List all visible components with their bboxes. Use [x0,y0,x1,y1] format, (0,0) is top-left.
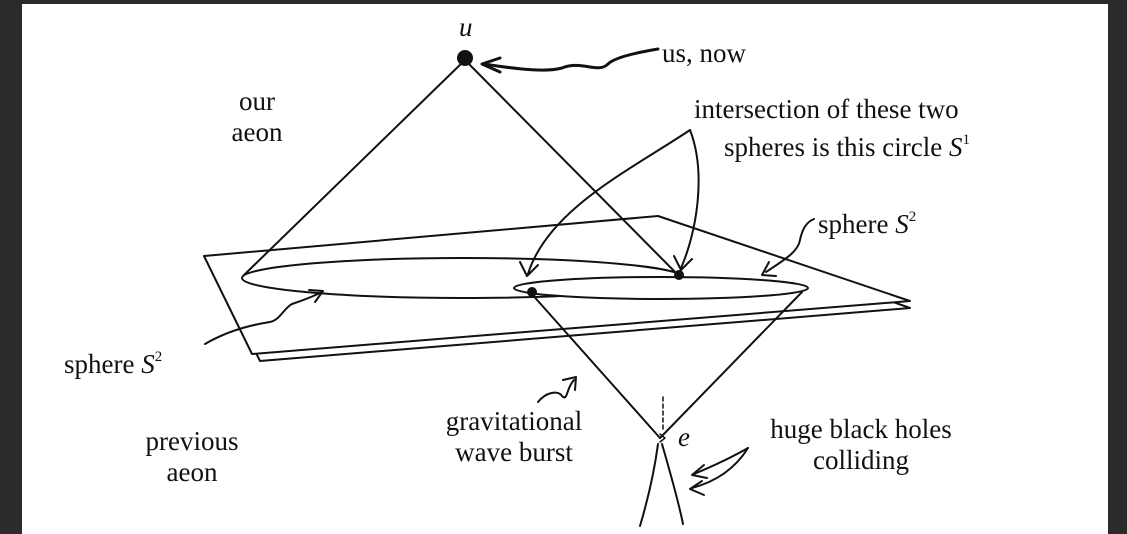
cone-edge-right [464,59,680,277]
label-intersection-line2: spheres is this circle S1 [694,125,970,163]
arrow-intersection-left [527,129,691,275]
label-gravitational-line1: gravitational [445,406,583,436]
arrow-gravitational [537,379,575,403]
arrow-intersection-left-head [519,261,539,277]
gw-cone-right [659,291,803,439]
label-gravitational-line2: wave burst [455,437,573,467]
arrow-sphere-left-head [308,289,324,303]
label-intersection-symbol: S [948,132,963,162]
arrow-sphere-right [765,218,815,273]
arrow-sphere-left [204,291,323,345]
label-sphere-left: sphere S2 [64,342,162,380]
gw-cone-left [529,291,661,439]
label-black-holes-line1: huge black holes [770,414,952,444]
label-sphere-right: sphere S2 [818,202,916,240]
intersection-point-right [674,270,684,280]
arrow-gravitational-head [562,376,577,391]
diagram-svg [203,47,911,527]
cone-edge-left [242,59,466,277]
label-us-now: us, now [662,38,747,68]
label-point-u: u [459,12,473,42]
label-black-holes: huge black holes colliding [736,414,986,476]
arrow-black-holes-lower-head [689,480,705,496]
label-gravitational: gravitational wave burst [414,406,614,468]
label-sphere-right-symbol: S [895,209,909,239]
label-black-holes-line2: colliding [813,445,909,475]
label-intersection-sup: 1 [962,132,970,148]
label-sphere-left-sup: 2 [154,349,163,365]
arrow-black-holes-upper [693,447,749,475]
arrow-intersection-right-head [673,255,693,271]
intersection-point-left [527,287,537,297]
sphere-s2-right-ellipse [513,276,809,300]
label-intersection-line1: intersection of these two [694,94,959,124]
label-point-e: e [678,422,690,452]
label-our-aeon: our aeon [212,86,302,148]
label-previous-aeon-line2: aeon [166,457,218,487]
diagram-canvas: u e us, now our aeon intersection of the… [22,4,1108,534]
label-sphere-right-sup: 2 [908,209,917,225]
black-hole-worldline-left [639,443,659,527]
arrow-intersection-right [680,129,700,269]
point-u [457,50,473,66]
arrow-sphere-right-head [761,261,777,277]
arrow-black-holes-upper-head [691,464,708,479]
black-hole-worldline-right [661,443,684,525]
arrow-black-holes-lower [691,447,749,489]
label-our-aeon-line2: aeon [231,117,283,147]
label-previous-aeon: previous aeon [122,426,262,488]
label-sphere-left-word: sphere [64,349,135,379]
label-sphere-right-word: sphere [818,209,889,239]
label-our-aeon-line1: our [239,86,275,116]
label-previous-aeon-line1: previous [145,426,239,456]
arrow-us-now [482,47,660,72]
label-intersection: intersection of these two spheres is thi… [694,94,970,163]
event-squiggle [659,433,666,443]
label-intersection-text: spheres is this circle [724,132,943,162]
label-sphere-left-symbol: S [141,349,155,379]
arrow-us-now-head [480,56,502,74]
